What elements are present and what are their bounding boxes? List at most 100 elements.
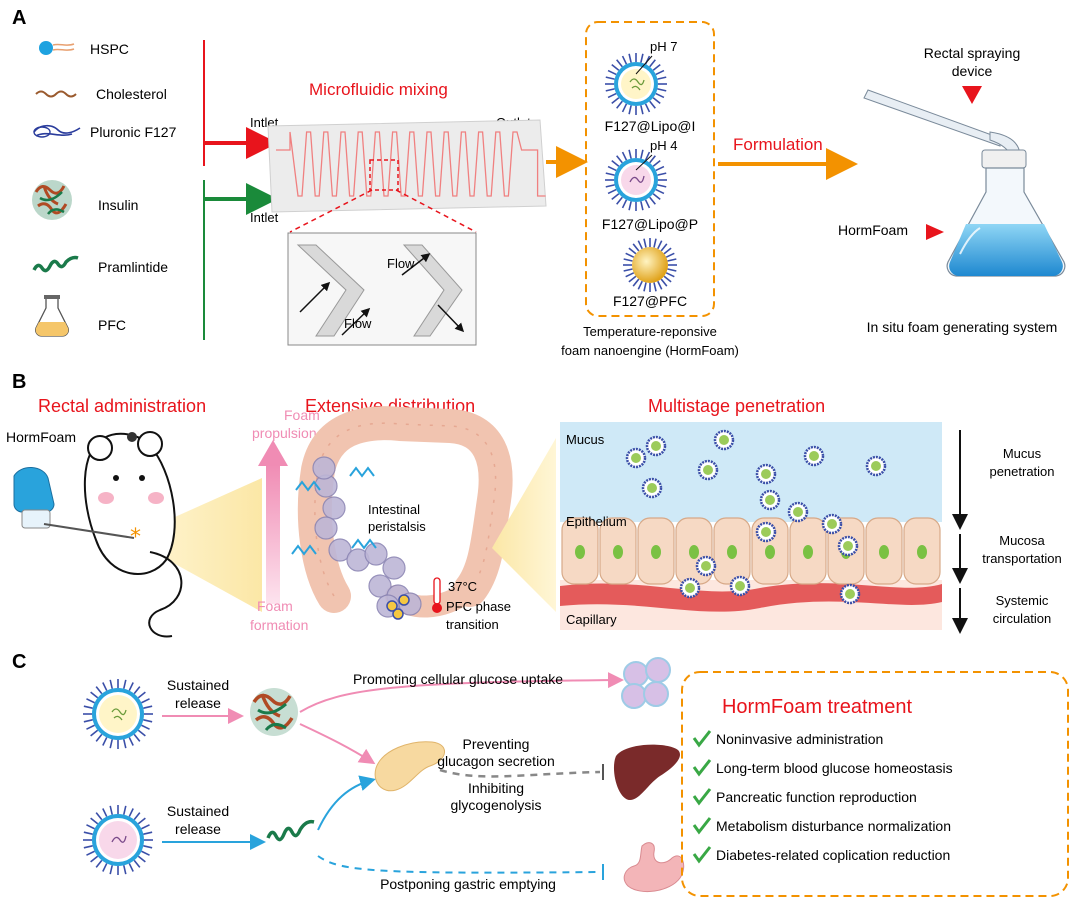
step1-a: Mucus [1003,446,1042,461]
multistage-title: Multistage penetration [648,396,825,416]
flow-label-2: Flow [344,316,372,331]
hormfoam-pointer-triangle [926,224,944,240]
treatment-box [681,671,1069,897]
treatment-item: Noninvasive administration [692,730,883,748]
pfc-flask-icon [35,295,69,337]
mouse-illustration: * [83,431,183,638]
step1-b: penetration [989,464,1054,479]
ingredient-insulin: Insulin [98,197,138,213]
temp-label: 37°C [448,579,477,594]
sustained-2a: Sustained [167,803,229,819]
insulin-molecule-icon [250,688,298,736]
pfc-label-2: transition [446,617,499,632]
capillary-label: Capillary [566,612,617,627]
insulin-icon [32,180,72,220]
cells-icon [621,657,671,709]
ph4-label: pH 4 [650,138,677,153]
peristalsis-2: peristalsis [368,519,426,534]
foam-prop-1: Foam [284,407,320,423]
tissue-nanoparticles [625,429,887,605]
pfc-label-1: PFC phase [446,599,511,614]
zoom-line-right [395,189,477,233]
treatment-title: HormFoam treatment [722,696,912,718]
epithelium-label: Epithelium [566,514,627,529]
pancreas-blue-arrow [317,775,376,831]
flow-label-1: Flow [387,256,415,271]
rectal-title: Rectal administration [38,396,206,416]
treatment-text: Long-term blood glucose homeostasis [716,760,953,776]
step3-a: Systemic [996,593,1049,608]
pramlintide-molecule-icon [266,819,315,842]
step2-a: Mucosa [999,533,1045,548]
hormfoam-b-label: HormFoam [6,429,76,445]
engine-caption-2: foam nanoengine (HormFoam) [561,343,739,358]
ingredient-cholesterol: Cholesterol [96,86,167,102]
foam-form-2: formation [250,617,308,633]
np-pfc-icon [623,238,677,292]
system-caption: In situ foam generating system [867,319,1058,335]
ph4-pointer [635,154,653,171]
pancreas-icon [374,741,445,792]
panel-c-insulin-np-icon [83,679,153,749]
hormfoam-flask-label: HormFoam [838,222,908,238]
ingredient-pluronic: Pluronic F127 [90,124,177,140]
spray-device [863,89,1066,277]
ingredient-pramlintide: Pramlintide [98,259,168,275]
panel-b-label: B [12,371,26,393]
foam-bubbles [312,456,422,620]
pluronic-icon [33,124,81,138]
cholesterol-icon [35,90,77,98]
peristalsis-1: Intestinal [368,502,420,517]
intlet-bottom-label: Intlet [250,210,279,225]
foam-form-1: Foam [257,598,293,614]
check-icon [692,759,712,777]
gastric-text: Postponing gastric emptying [380,876,556,892]
foam-prop-2: propulsion [252,425,317,441]
svg-text:*: * [130,525,141,550]
sustained-1a: Sustained [167,677,229,693]
sustained-1b: release [175,695,221,711]
device-label-1: Rectal spraying [924,45,1021,61]
np-insulin-icon [605,53,667,115]
thermometer-icon [432,577,442,613]
uptake-arrow [299,672,624,713]
epithelial-cells [561,517,941,585]
foam-propulsion-head [258,440,288,466]
engine-caption-1: Temperature-reponsive [583,324,717,339]
pramlintide-icon [32,255,79,273]
glucose-uptake-text: Promoting cellular glucose uptake [353,671,563,687]
stomach-icon [623,842,685,893]
zoom-box [369,159,399,191]
formulation-label: Formulation [733,135,823,154]
glucagon-inhibit-line [439,768,601,778]
treatment-item: Long-term blood glucose homeostasis [692,759,953,777]
microfluidic-chip [267,119,547,213]
gastric-inhibit-line [317,855,601,874]
nanoengine-box [585,21,715,317]
glyco-text-1: Inhibiting [468,780,524,796]
device-pointer-triangle [962,86,982,104]
hspc-icon [39,41,75,55]
foam-propulsion-shaft [266,464,280,604]
treatment-item: Metabolism disturbance normalization [692,817,951,835]
np-pramlintide-icon [605,149,667,211]
glyco-text-2: glycogenolysis [450,797,541,813]
treatment-text: Metabolism disturbance normalization [716,818,951,834]
treatment-text: Diabetes-related coplication reduction [716,847,950,863]
np-label-insulin: F127@Lipo@I [605,118,696,134]
treatment-text: Noninvasive administration [716,731,883,747]
sustained-2b: release [175,821,221,837]
device-label-2: device [952,63,993,79]
ingredient-pfc: PFC [98,317,126,333]
step3-b: circulation [993,611,1052,626]
peristalsis-waves [291,466,377,556]
zoom-line-left [289,189,373,233]
glucagon-text-1: Preventing [463,736,530,752]
panel-c-pramlintide-np-icon [83,805,153,875]
check-icon [692,846,712,864]
panel-c-label: C [12,651,26,673]
mucus-label: Mucus [566,432,605,447]
ph7-pointer [635,55,653,75]
np-label-pfc: F127@PFC [613,293,687,309]
liver-icon [613,744,680,800]
